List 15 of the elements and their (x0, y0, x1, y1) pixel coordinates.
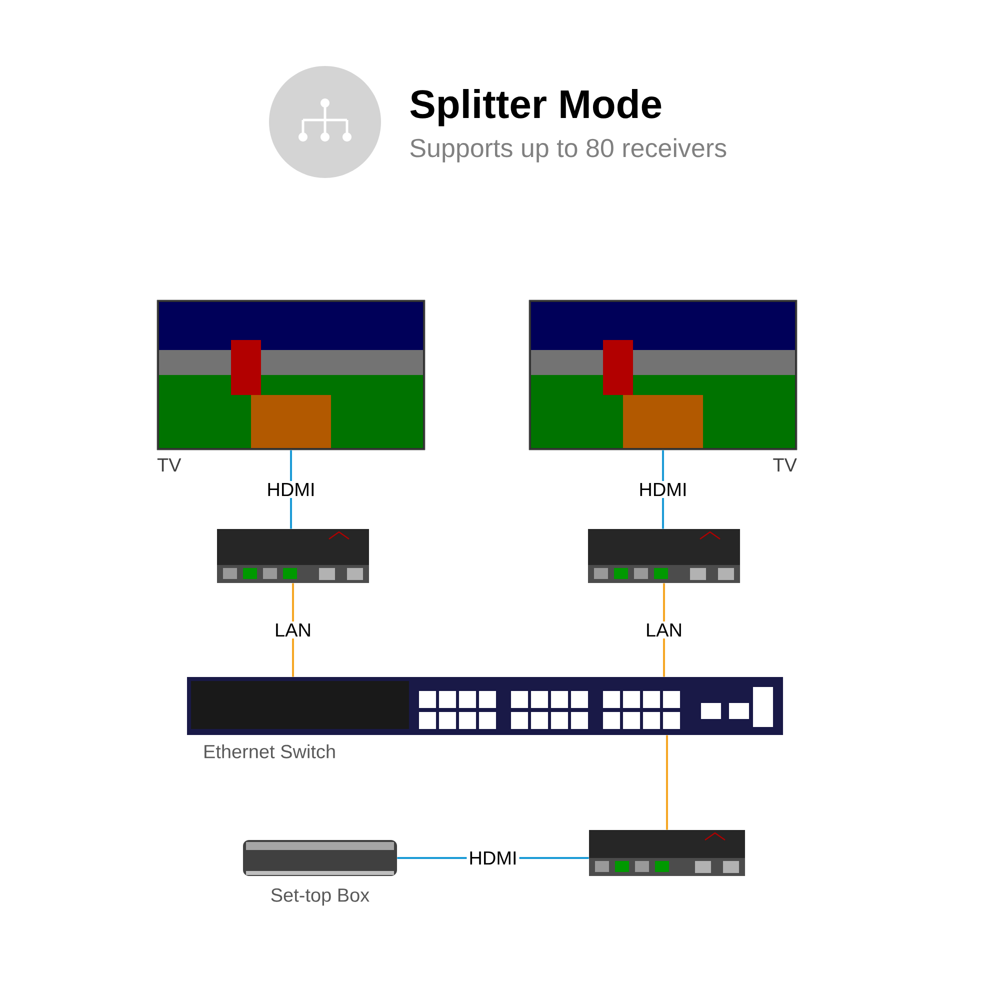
subtitle: Supports up to 80 receivers (410, 138, 726, 162)
edge-label: HDMI (636, 480, 690, 498)
title: Splitter Mode (410, 89, 662, 126)
edge-label: HDMI (466, 849, 520, 867)
extender-drawing (588, 529, 740, 583)
device-label: Set-top Box (271, 888, 370, 906)
device-label: Ethernet Switch (204, 744, 335, 758)
edge-label: HDMI (264, 480, 318, 498)
cable-line (666, 735, 668, 830)
extender-drawing (589, 830, 746, 876)
edge-label: LAN (644, 621, 684, 639)
device-label: TV (773, 458, 797, 472)
edge-label: LAN (272, 621, 314, 639)
device-label: TV (157, 458, 182, 472)
extender-drawing (217, 529, 369, 583)
